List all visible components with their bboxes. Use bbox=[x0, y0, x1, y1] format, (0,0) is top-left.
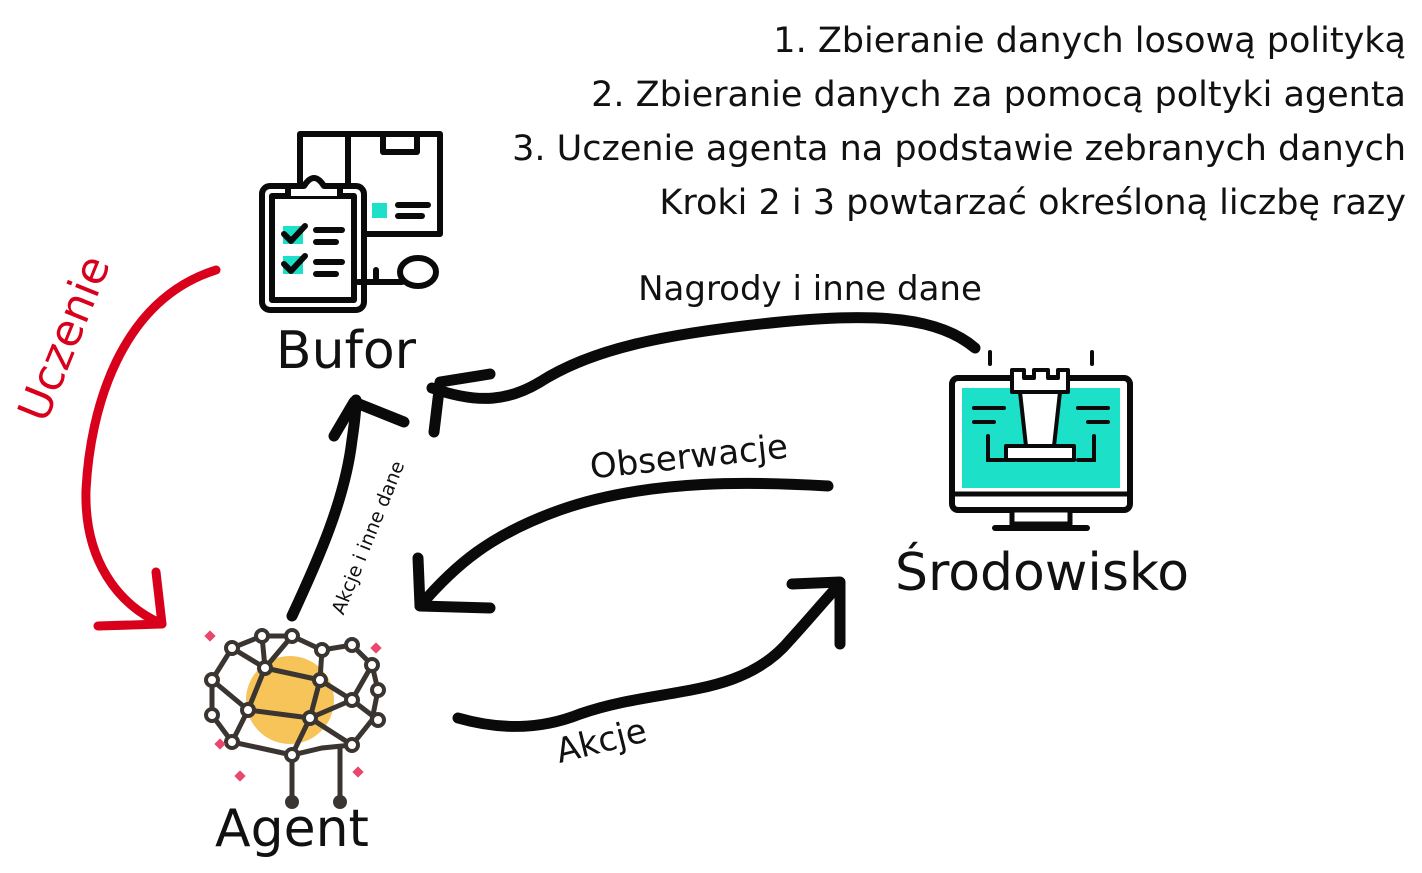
step-2: 2. Zbieranie danych za pomocą poltyki ag… bbox=[591, 75, 1406, 115]
environment-monitor-icon bbox=[949, 350, 1133, 531]
actions-arrow bbox=[452, 576, 846, 732]
buffer-icon bbox=[259, 131, 443, 313]
buffer-label: Bufor bbox=[276, 321, 417, 381]
rewards-arrow bbox=[426, 312, 981, 438]
observations-arrow bbox=[412, 477, 834, 614]
learning-arrow bbox=[81, 265, 221, 631]
step-3: 3. Uczenie agenta na podstawie zebranych… bbox=[512, 129, 1406, 169]
agent-brain-icon bbox=[204, 628, 386, 809]
steps-list: 1. Zbieranie danych losową polityką 2. Z… bbox=[512, 14, 1406, 230]
agent-label: Agent bbox=[215, 799, 369, 859]
step-1: 1. Zbieranie danych losową polityką bbox=[773, 21, 1406, 61]
rewards-label: Nagrody i inne dane bbox=[638, 269, 982, 309]
actions-and-data-arrow bbox=[286, 394, 410, 622]
step-repeat-note: Kroki 2 i 3 powtarzać określoną liczbę r… bbox=[659, 183, 1406, 223]
environment-label: Środowisko bbox=[895, 541, 1189, 603]
